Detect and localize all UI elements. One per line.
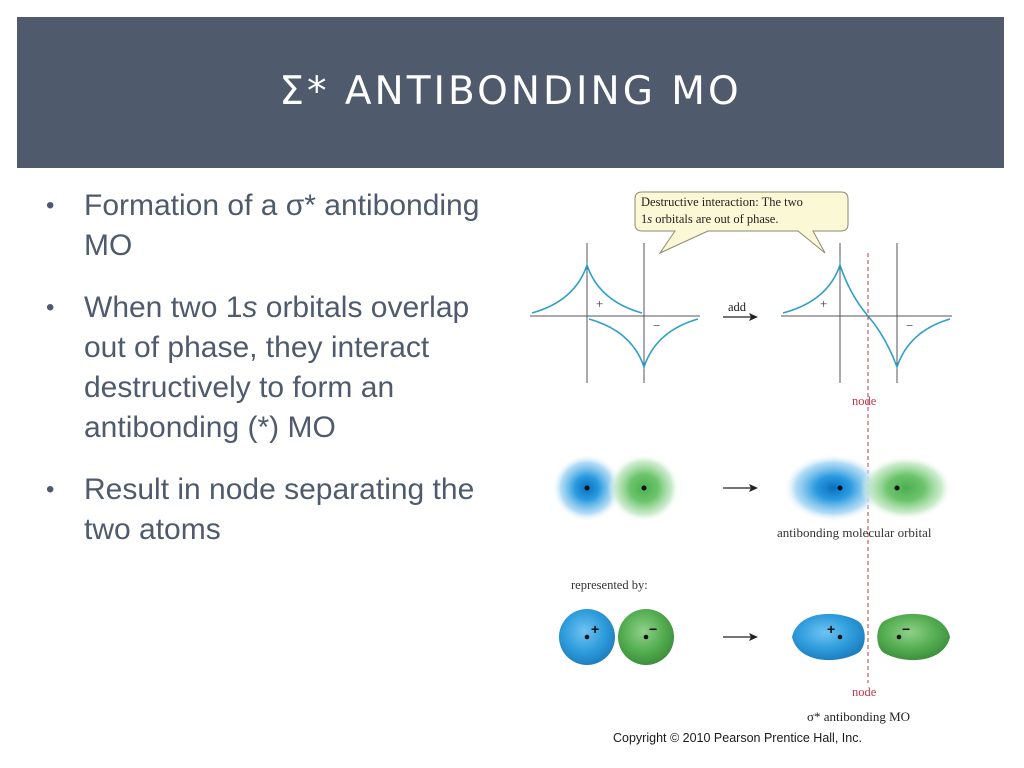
plus-sign-label: + [596,296,603,311]
nucleus-dot [584,485,590,491]
bullet-item: Result in node separating the two atoms [40,470,485,550]
arrow-icon [749,484,758,492]
nucleus-dot [837,485,843,491]
positive-wave-curve [531,262,643,314]
minus-sign-label: − [902,621,910,637]
antibonding-orbital-label: antibonding molecular orbital [777,525,932,540]
plus-sign-label: + [820,296,827,311]
negative-wave-curve [588,318,699,370]
bullet-text: Formation of a σ* antibonding MO [84,189,480,262]
combined-wavefunction-graph: + − [781,243,952,383]
nucleus-dot [894,485,900,491]
sigma-antibonding-label: σ* antibonding MO [807,709,910,724]
arrow-icon [749,633,758,641]
title-bar: σ* antibonding MO [17,17,1004,168]
antibonding-wave-curve [782,262,951,370]
add-label: add [728,300,747,314]
bullet-text-end: orbitals overlap out of phase, they inte… [84,291,470,444]
minus-sign-label: − [906,318,913,333]
represented-by-label: represented by: [571,578,648,592]
callout-line-2: 1s orbitals are out of phase. [641,212,778,226]
minus-sign-label: − [649,621,657,637]
node-label: node [852,394,877,408]
slide-title: σ* antibonding MO [279,68,742,114]
nucleus-dot [896,634,902,640]
blue-antibonding-lobe [792,613,865,661]
bullet-text-italic: s [242,291,258,324]
minus-sign-label: − [653,318,660,333]
callout-line-1: Destructive interaction: The two [641,195,803,209]
bullet-list: Formation of a σ* antibonding MO When tw… [40,186,485,572]
nucleus-dot [641,485,647,491]
node-label: node [852,685,877,699]
green-antibonding-lobe [877,613,950,661]
green-antibonding-cloud [860,456,952,520]
antibonding-diagram: Destructive interaction: The two 1s orbi… [530,191,952,724]
nucleus-dot [837,634,843,640]
nucleus-dot [643,634,649,640]
nucleus-dot [584,634,590,640]
add-arrow: add [723,300,758,321]
bullet-item: When two 1s orbitals overlap out of phas… [40,288,485,448]
electron-density-row: antibonding molecular orbital [552,454,952,540]
bullet-text: Result in node separating the two atoms [84,473,475,546]
plus-sign-label: + [827,621,835,637]
bullet-text-start: When two 1 [84,291,243,324]
separate-wavefunctions-graph: + − [530,243,700,383]
plus-sign-label: + [591,621,599,637]
orbital-representation-row: + − + − [559,609,950,665]
blue-antibonding-cloud [783,454,883,522]
callout-bubble: Destructive interaction: The two 1s orbi… [634,191,849,255]
copyright-text: Copyright © 2010 Pearson Prentice Hall, … [613,731,862,745]
bullet-item: Formation of a σ* antibonding MO [40,186,485,266]
